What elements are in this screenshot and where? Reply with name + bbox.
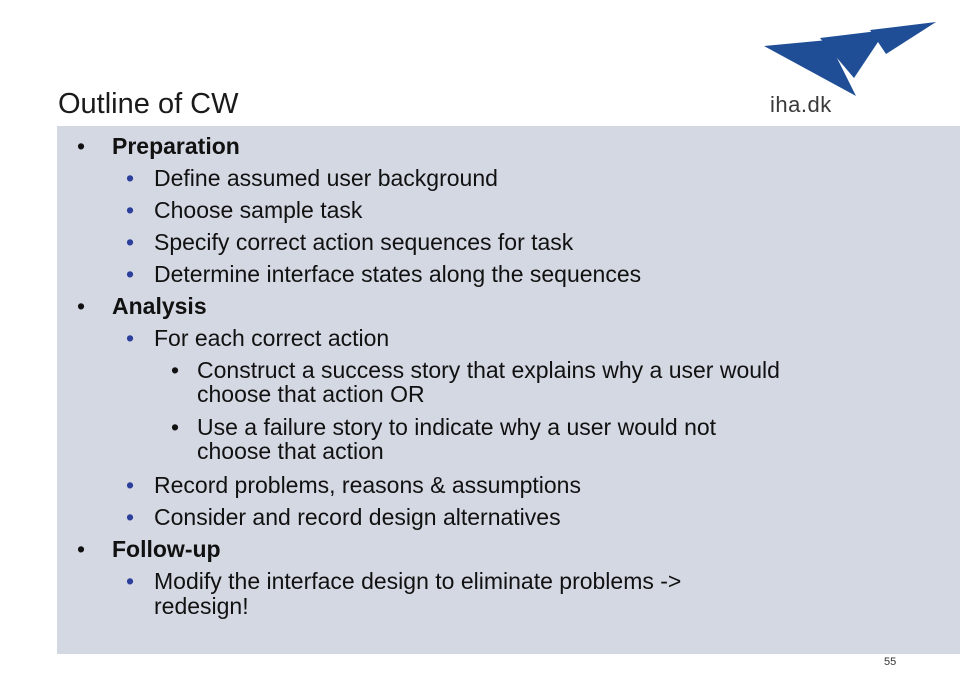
bullet-dot: • [126, 229, 135, 255]
logo-wings-icon [764, 22, 936, 96]
slide-title: Outline of CW [58, 88, 239, 120]
bullet-dot: • [77, 536, 86, 562]
list-item-line: choose that action OR [197, 381, 425, 407]
logo-text: iha.dk [770, 92, 832, 117]
list-item-line: Construct a success story that explains … [197, 357, 780, 383]
list-item-line: Use a failure story to indicate why a us… [197, 414, 717, 440]
bullet-dot: • [126, 504, 135, 530]
list-item: Define assumed user background [154, 165, 498, 191]
bullet-dot: • [126, 568, 135, 594]
bullet-dot: • [77, 293, 86, 319]
bullet-dot: • [126, 325, 135, 351]
list-item: Specify correct action sequences for tas… [154, 229, 574, 255]
section-heading-followup: Follow-up [112, 536, 221, 562]
iha-logo: iha.dk [758, 18, 944, 122]
page-number: 55 [884, 656, 897, 668]
bullet-dot: • [171, 357, 180, 383]
bullet-dot: • [126, 261, 135, 287]
content-box: • Preparation • Define assumed user back… [57, 126, 960, 654]
bullet-dot: • [126, 165, 135, 191]
bullet-dot: • [126, 472, 135, 498]
bullet-dot: • [126, 197, 135, 223]
list-item-line: Modify the interface design to eliminate… [154, 568, 682, 594]
section-heading-analysis: Analysis [112, 293, 207, 319]
list-item: Record problems, reasons & assumptions [154, 472, 581, 498]
section-heading-preparation: Preparation [112, 133, 240, 159]
list-item: For each correct action [154, 325, 390, 351]
list-item: Determine interface states along the seq… [154, 261, 642, 287]
list-item-line: redesign! [154, 593, 249, 619]
list-item: Choose sample task [154, 197, 363, 223]
list-item-line: choose that action [197, 438, 384, 464]
list-item: Consider and record design alternatives [154, 504, 561, 530]
bullet-dot: • [77, 133, 86, 159]
bullet-dot: • [171, 414, 180, 440]
